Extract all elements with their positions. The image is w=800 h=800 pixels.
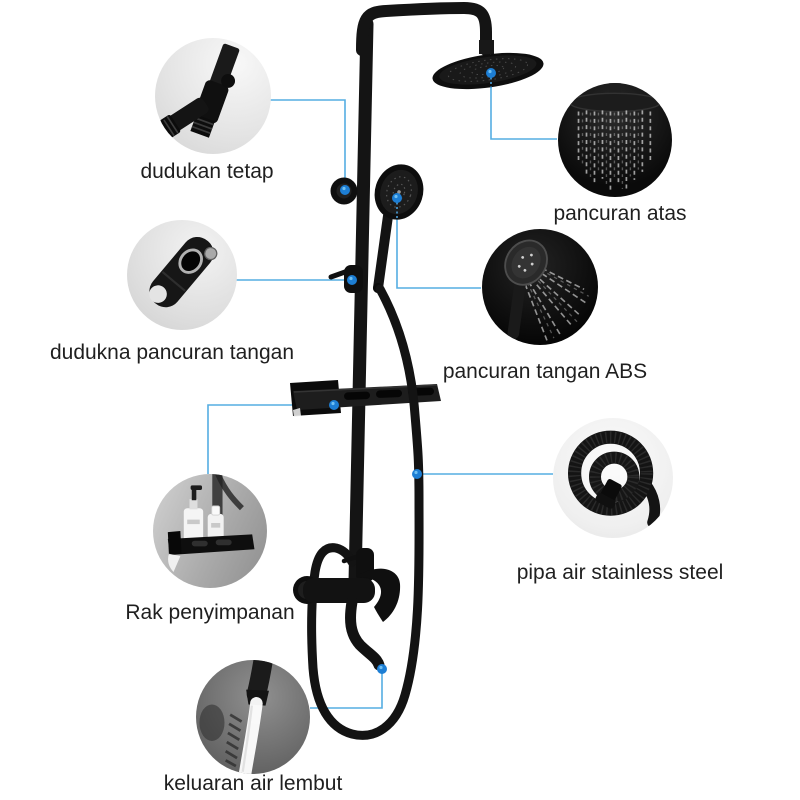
- storage-shelf-icon: [167, 474, 255, 573]
- label-pipa-air: pipa air stainless steel: [516, 561, 724, 584]
- soft-water-outlet-icon: [199, 660, 273, 774]
- marker-pancuran-atas: [486, 68, 496, 78]
- callout-image-pancuran-atas: [558, 83, 672, 197]
- callout-image-pancuran-tangan-abs: [482, 229, 598, 345]
- connector-lines: [207, 78, 557, 709]
- marker-pipa-air: [412, 469, 422, 479]
- rain-shower-head: [432, 40, 544, 90]
- connector-pancuran-atas: [490, 78, 557, 140]
- callout-image-dudukna-pancuran-tangan: [127, 220, 237, 330]
- tub-spout: [345, 596, 385, 671]
- callout-image-pipa-air: [553, 418, 673, 538]
- faucet-lever: [360, 568, 401, 622]
- connector-dudukan-tetap: [270, 99, 346, 186]
- marker-dots: [329, 68, 496, 674]
- label-pancuran-atas: pancuran atas: [553, 202, 687, 225]
- hand-shower: [373, 164, 424, 293]
- hand-shower-spray-icon: [504, 239, 590, 341]
- callout-image-rak-penyimpanan: [153, 474, 267, 588]
- label-keluaran-air: keluaran air lembut: [163, 772, 343, 795]
- marker-pancuran-tangan-abs: [392, 193, 402, 203]
- label-rak-penyimpanan: Rak penyimpanan: [125, 601, 295, 624]
- connector-rak-penyimpanan: [207, 404, 330, 474]
- marker-dudukan-tetap: [340, 185, 350, 195]
- slider-clamp: [328, 265, 363, 293]
- hand-shower-bracket-icon: [149, 236, 218, 308]
- label-pancuran-tangan-abs: pancuran tangan ABS: [442, 360, 648, 383]
- marker-dudukna-pancuran-tangan: [347, 275, 357, 285]
- coiled-hose-icon: [568, 430, 661, 528]
- connector-keluaran-air: [310, 672, 383, 709]
- shower-hose: [307, 284, 424, 740]
- shower-rail: [348, 2, 492, 589]
- callout-image-keluaran-air: [196, 660, 310, 774]
- marker-keluaran-air: [377, 664, 387, 674]
- connector-pancuran-tangan-abs: [396, 203, 481, 289]
- fixed-mount-fitting-icon: [159, 43, 240, 138]
- marker-rak-penyimpanan: [329, 400, 339, 410]
- connector-dotted-overlays: [396, 73, 492, 220]
- label-dudukan-tetap: dudukan tetap: [140, 160, 274, 183]
- mixer-faucet: [293, 548, 401, 671]
- label-dudukna-pancuran-tangan: dudukna pancuran tangan: [49, 341, 295, 364]
- rain-shower-head-icon: [568, 83, 662, 192]
- callout-image-dudukan-tetap: [155, 38, 271, 154]
